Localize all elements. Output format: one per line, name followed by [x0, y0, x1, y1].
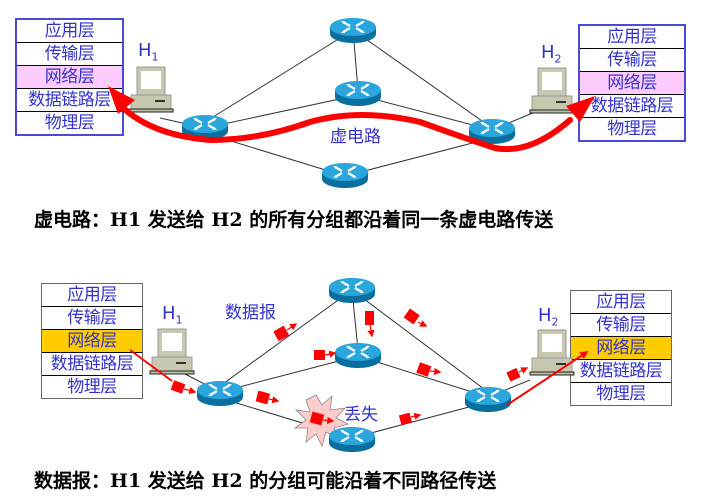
h1-protocol-stack-top: 应用层 传输层 网络层 数据链路层 物理层 — [15, 18, 124, 136]
host-h1-label-bottom: H1 — [162, 303, 183, 327]
link — [351, 289, 359, 351]
packet-lost-label: 丢失 — [344, 405, 378, 425]
host-h2-label-bottom: H2 — [538, 305, 559, 329]
layer-transport: 传输层 — [17, 42, 122, 65]
layer-application: 应用层 — [596, 292, 646, 312]
router-icon — [333, 341, 383, 370]
link — [352, 29, 359, 91]
host-h1-label-top: H1 — [138, 40, 159, 64]
h1-protocol-stack-bottom: 应用层 传输层 网络层 数据链路层 物理层 — [41, 283, 143, 399]
packet-icon — [398, 412, 422, 426]
packet-icon — [170, 380, 197, 394]
router-icon — [327, 276, 377, 305]
layer-transport: 传输层 — [42, 306, 142, 329]
link — [491, 111, 536, 131]
layer-transport: 传输层 — [571, 313, 671, 336]
packet-icon — [314, 350, 337, 360]
h2-protocol-stack-bottom: 应用层 传输层 网络层 数据链路层 物理层 — [570, 290, 672, 406]
layer-network: 网络层 — [42, 329, 142, 352]
layer-transport: 传输层 — [580, 48, 684, 71]
computer-h2-icon — [529, 67, 575, 114]
router-icon — [327, 425, 377, 454]
link — [184, 373, 221, 393]
top-links — [159, 29, 536, 177]
router-icon — [320, 161, 370, 190]
layer-physical: 物理层 — [42, 375, 142, 398]
computer-h1-icon — [149, 328, 195, 375]
layer-network: 网络层 — [17, 65, 122, 88]
link — [351, 289, 489, 393]
packet-icon — [416, 362, 442, 377]
datagram-label: 数据报 — [225, 303, 276, 323]
router-icon — [333, 79, 383, 108]
layer-application: 应用层 — [44, 21, 95, 41]
link — [204, 132, 346, 177]
layer-datalink: 数据链路层 — [580, 94, 684, 117]
link — [219, 355, 359, 393]
virtual-circuit-label: 虚电路 — [330, 127, 381, 147]
router-icon — [195, 379, 245, 408]
datagram-caption: 数据报：H1 发送给 H2 的分组可能沿着不同路径传送 — [34, 470, 497, 492]
link — [487, 379, 531, 398]
h2-protocol-stack-top: 应用层 传输层 网络层 数据链路层 物理层 — [578, 24, 686, 142]
packet-lost-burst-icon — [293, 394, 350, 448]
link — [219, 397, 353, 439]
packet-icon — [506, 367, 529, 382]
layer-network: 网络层 — [580, 71, 684, 94]
router-icon — [463, 385, 513, 414]
packet-icon — [365, 311, 375, 338]
link — [357, 355, 489, 398]
router-icon — [467, 117, 517, 146]
packet-icon — [255, 390, 280, 405]
link — [204, 29, 354, 123]
link — [352, 29, 493, 129]
layer-physical: 物理层 — [571, 382, 671, 405]
layer-physical: 物理层 — [17, 111, 122, 134]
virtual-circuit-caption: 虚电路：H1 发送给 H2 的所有分组都沿着同一条虚电路传送 — [34, 209, 554, 231]
layer-datalink: 数据链路层 — [571, 359, 671, 382]
layer-physical: 物理层 — [580, 117, 684, 140]
layer-application: 应用层 — [607, 27, 657, 47]
layer-application: 应用层 — [67, 285, 117, 305]
link — [159, 117, 206, 129]
packet-icon — [403, 308, 428, 327]
router-icon — [328, 16, 378, 45]
layer-network: 网络层 — [571, 336, 671, 359]
layer-datalink: 数据链路层 — [17, 88, 122, 111]
packet-icon — [309, 411, 335, 426]
computer-h1-icon — [128, 66, 174, 113]
computer-h2-icon — [529, 329, 575, 376]
host-h2-label-top: H2 — [541, 42, 562, 66]
router-icon — [180, 113, 230, 142]
layer-datalink: 数据链路层 — [42, 352, 142, 375]
packet-icon — [273, 323, 298, 342]
